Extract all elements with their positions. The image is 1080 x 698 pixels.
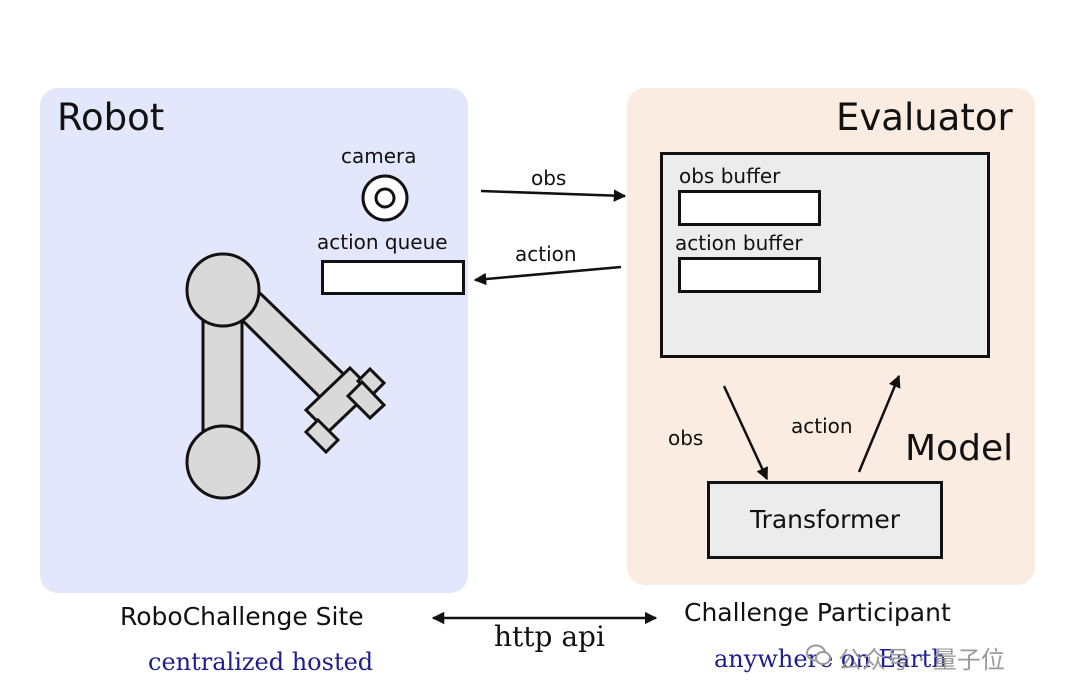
watermark-text: 公众号 · 量子位 <box>838 646 1005 674</box>
obs-buffer-box <box>678 190 821 226</box>
action-buffer-box <box>678 257 821 293</box>
site-sublabel: centralized hosted <box>148 648 374 676</box>
model-title: Model <box>905 428 1014 469</box>
action-queue-label: action queue <box>317 230 448 254</box>
obs-to-model-arrow <box>722 385 769 481</box>
camera-icon <box>361 174 409 222</box>
participant-label: Challenge Participant <box>684 598 951 627</box>
http-api-label: http api <box>494 620 605 653</box>
obs-model-arrow-label: obs <box>668 426 704 450</box>
action-arrow-label: action <box>515 242 577 266</box>
evaluator-title: Evaluator <box>836 96 1013 139</box>
robot-panel <box>40 88 468 593</box>
action-arrow <box>473 265 622 286</box>
camera-label: camera <box>341 144 417 168</box>
obs-buffer-label: obs buffer <box>679 164 781 188</box>
action-queue-box <box>321 260 465 295</box>
action-model-arrow-label: action <box>791 414 853 438</box>
action-buffer-label: action buffer <box>675 231 803 255</box>
robot-title: Robot <box>57 96 165 139</box>
obs-arrow <box>480 189 627 202</box>
obs-arrow-label: obs <box>531 166 567 190</box>
site-label: RoboChallenge Site <box>120 602 364 631</box>
transformer-label: Transformer <box>749 505 900 534</box>
robot-arm-icon <box>185 252 387 500</box>
wechat-icon <box>806 644 831 665</box>
action-from-model-arrow <box>857 374 901 473</box>
transformer-box <box>707 481 943 559</box>
evaluator-buffer-box <box>660 152 990 358</box>
